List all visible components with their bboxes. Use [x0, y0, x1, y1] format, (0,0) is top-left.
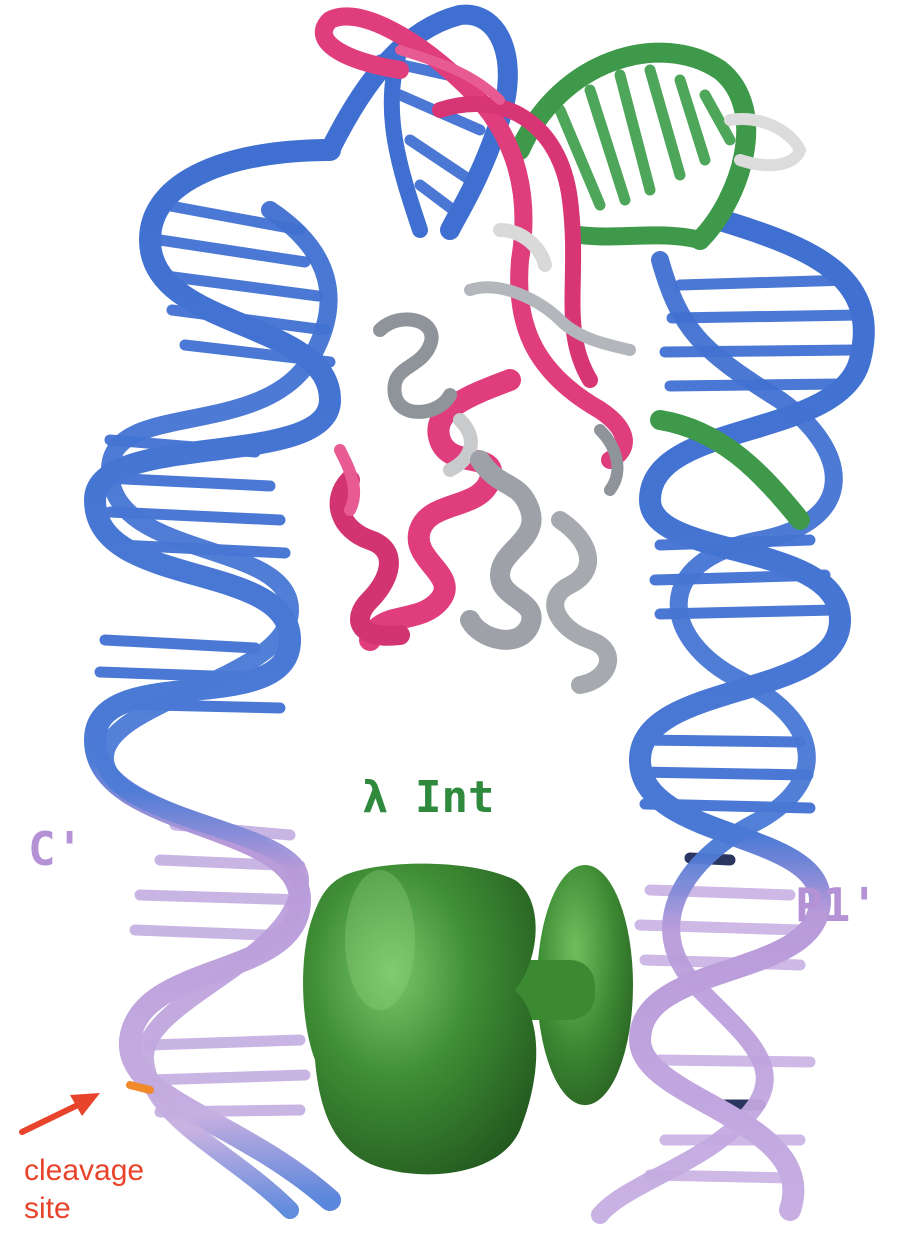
p1-prime-label: P1' — [795, 878, 878, 932]
cleavage-site-marker — [130, 1085, 150, 1090]
left-dna-helix — [95, 150, 330, 1210]
cleavage-label-line1: cleavage — [24, 1152, 144, 1190]
cleavage-label-line2: site — [24, 1190, 144, 1228]
c-prime-label: C' — [28, 822, 83, 876]
lambda-int-label: λ Int — [362, 772, 494, 823]
right-dna-helix — [600, 220, 864, 1215]
cleavage-arrow — [22, 1093, 100, 1132]
cleavage-site-label: cleavage site — [24, 1152, 144, 1228]
int-catalytic-domain — [303, 864, 633, 1175]
